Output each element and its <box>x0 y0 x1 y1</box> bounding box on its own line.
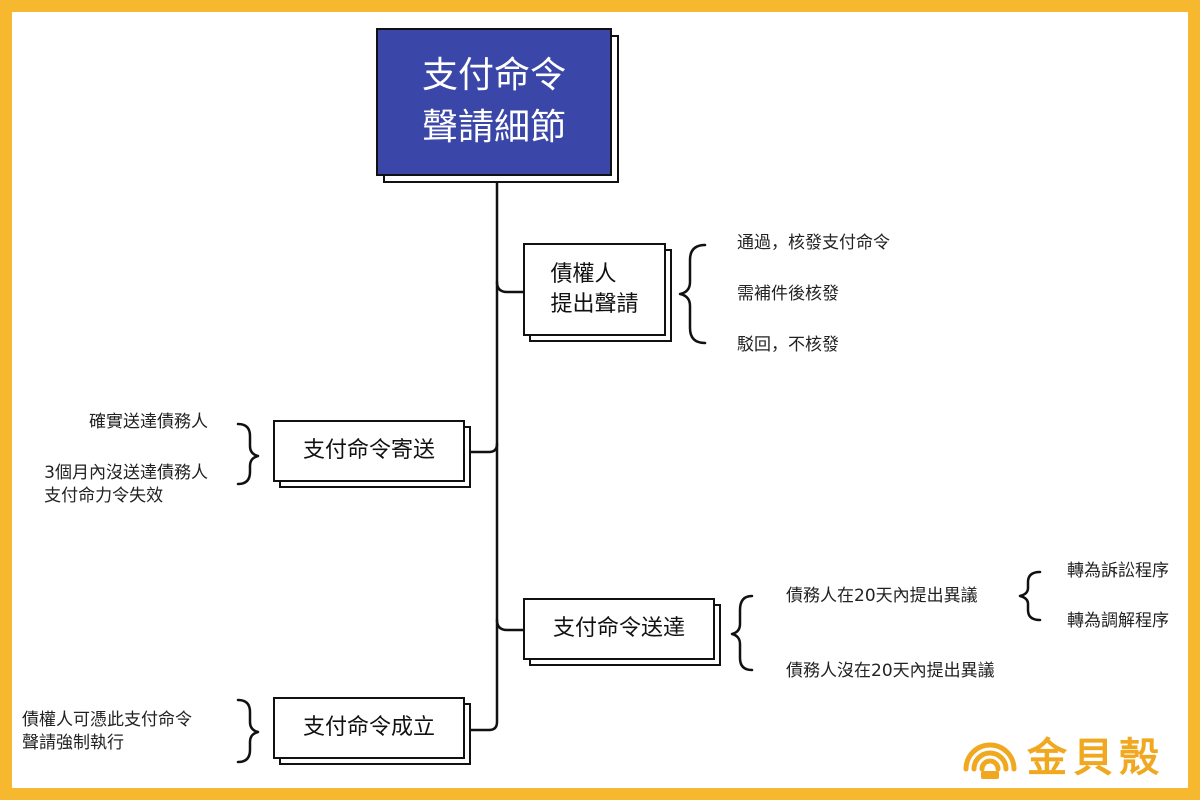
diagram-title-box: 支付命令 聲請細節 <box>376 28 612 176</box>
node-apply-line-1: 債權人 <box>550 261 617 287</box>
brand-logo: 金貝殼 <box>961 722 1181 786</box>
establish-note-line-1: 債權人可憑此支付命令 <box>22 710 192 730</box>
trunk-line <box>468 178 499 732</box>
brace-apply <box>678 243 707 345</box>
objection-to-mediation: 轉為調解程序 <box>1067 611 1169 631</box>
branch-apply <box>495 280 525 294</box>
node-deliver-label: 支付命令送達 <box>552 616 685 642</box>
establish-note-line-2: 聲請強制執行 <box>22 732 124 753</box>
node-order-delivery: 支付命令送達 <box>523 598 715 660</box>
node-creditor-apply: 債權人 提出聲請 <box>523 243 666 336</box>
node-send-label: 支付命令寄送 <box>302 438 435 464</box>
deliver-note-objection: 債務人在20天內提出異議 <box>786 586 978 606</box>
send-note-delivered: 確實送達債務人 <box>89 412 208 432</box>
node-order-sending: 支付命令寄送 <box>273 420 465 482</box>
brace-objection <box>1018 570 1042 622</box>
deliver-note-no-objection: 債務人沒在20天內提出異議 <box>786 661 995 681</box>
outcome-approved: 通過，核發支付命令 <box>737 233 890 253</box>
node-order-established: 支付命令成立 <box>273 697 465 759</box>
objection-to-litigation: 轉為訴訟程序 <box>1067 561 1169 581</box>
title-line-2: 聲請細節 <box>421 107 566 148</box>
send-note-expired-line-2: 支付命力令失效 <box>44 485 164 506</box>
branch-send <box>466 442 499 454</box>
send-note-expired-line-1: 3個月內沒送達債務人 <box>44 463 208 483</box>
branch-deliver <box>495 618 525 632</box>
brace-establish <box>236 698 260 764</box>
brace-send <box>236 422 260 486</box>
outcome-needs-supplement: 需補件後核發 <box>737 284 839 304</box>
title-line-1: 支付命令 <box>421 54 566 96</box>
establish-note: 債權人可憑此支付命令 聲請強制執行 <box>22 709 192 755</box>
send-note-expired: 3個月內沒送達債務人 支付命力令失效 <box>44 462 208 508</box>
node-establish-label: 支付命令成立 <box>302 715 435 741</box>
brace-deliver <box>730 594 754 672</box>
outcome-rejected: 駁回，不核發 <box>737 335 839 355</box>
shell-logo-icon <box>963 742 1017 779</box>
node-apply-line-2: 提出聲請 <box>550 291 639 317</box>
brand-name: 金貝殼 <box>1027 735 1165 781</box>
